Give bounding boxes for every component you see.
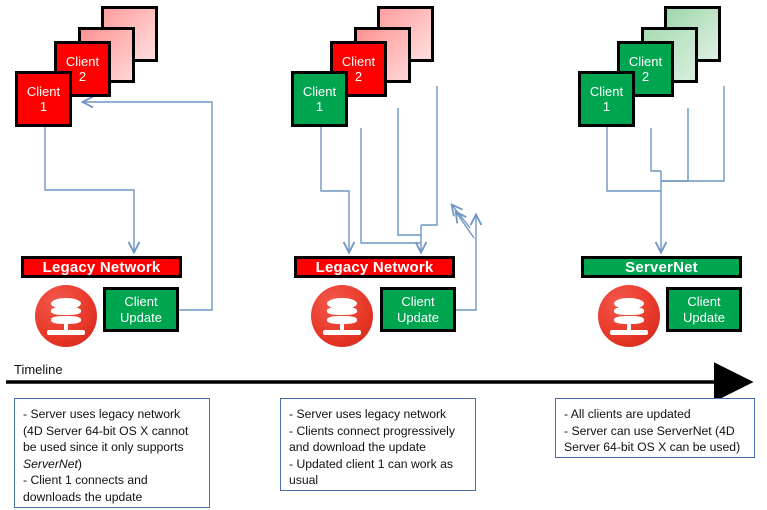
note-italic-text: ServerNet: [23, 456, 78, 471]
client-update-label-line1: Client: [687, 293, 721, 309]
note-line-italic: ServerNet): [23, 456, 82, 471]
phase-1-wires: [44, 102, 213, 311]
note-line: Server 64-bit OS X can be used): [564, 440, 741, 454]
client-card-1[interactable]: Client 1: [291, 71, 348, 127]
client-card-2[interactable]: Client 2: [54, 41, 111, 97]
database-icon: [35, 285, 97, 347]
network-bar-legacy-2[interactable]: Legacy Network: [294, 256, 455, 278]
client-card-label-line2: 1: [39, 99, 48, 114]
network-bar-label: Legacy Network: [42, 258, 161, 276]
note-line: and download the update: [289, 440, 426, 454]
client-card-2[interactable]: Client 2: [330, 41, 387, 97]
note-line: - Server can use ServerNet (4D: [564, 423, 735, 438]
note-line: - Client 1 connects and: [23, 473, 148, 487]
note-line: (4D Server 64-bit OS X cannot: [23, 423, 189, 438]
network-bar-label: ServerNet: [625, 258, 698, 276]
database-icon: [311, 285, 373, 347]
client-card-label-line1: Client: [302, 84, 337, 99]
network-bar-servernet[interactable]: ServerNet: [581, 256, 742, 278]
client-update-box-3[interactable]: Client Update: [666, 287, 742, 332]
client-card-label-line2: 1: [602, 99, 611, 114]
client-update-label-line2: Update: [120, 309, 162, 325]
client-update-box-2[interactable]: Client Update: [380, 287, 456, 332]
phase-3-note: - All clients are updated - Server can u…: [555, 398, 755, 458]
note-line: - All clients are updated: [564, 407, 691, 421]
timeline-label: Timeline: [14, 362, 63, 377]
client-update-label-line2: Update: [397, 309, 439, 325]
client-card-label-line2: 2: [354, 69, 363, 84]
note-line: - Server uses legacy network: [23, 407, 181, 421]
client-update-label-line2: Update: [683, 309, 725, 325]
client-card-label-line1: Client: [628, 54, 663, 69]
client-card-label-line2: 2: [78, 69, 87, 84]
client-card-label-line2: 2: [641, 69, 650, 84]
client-update-label-line1: Client: [124, 293, 158, 309]
note-line: - Clients connect progressively: [289, 423, 455, 438]
phase-1-note: - Server uses legacy network (4D Server …: [14, 398, 210, 508]
phase-2-note: - Server uses legacy network - Clients c…: [280, 398, 476, 491]
client-card-label-line1: Client: [341, 54, 376, 69]
note-line: - Server uses legacy network: [289, 407, 447, 421]
client-card-label-line1: Client: [589, 84, 624, 99]
client-card-label-line1: Client: [26, 84, 61, 99]
client-card-label-line1: Client: [65, 54, 100, 69]
client-card-label-line2: 1: [315, 99, 324, 114]
client-update-label-line1: Client: [401, 293, 435, 309]
note-line: downloads the update: [23, 489, 143, 504]
note-line: be used since it only supports: [23, 440, 184, 454]
client-card-1[interactable]: Client 1: [578, 71, 635, 127]
network-bar-label: Legacy Network: [315, 258, 434, 276]
network-bar-legacy-1[interactable]: Legacy Network: [21, 256, 182, 278]
client-card-1[interactable]: Client 1: [15, 71, 72, 127]
client-update-box-1[interactable]: Client Update: [103, 287, 179, 332]
note-line: - Updated client 1 can work as: [289, 456, 453, 471]
database-icon: [598, 285, 660, 347]
note-line: usual: [289, 473, 319, 487]
